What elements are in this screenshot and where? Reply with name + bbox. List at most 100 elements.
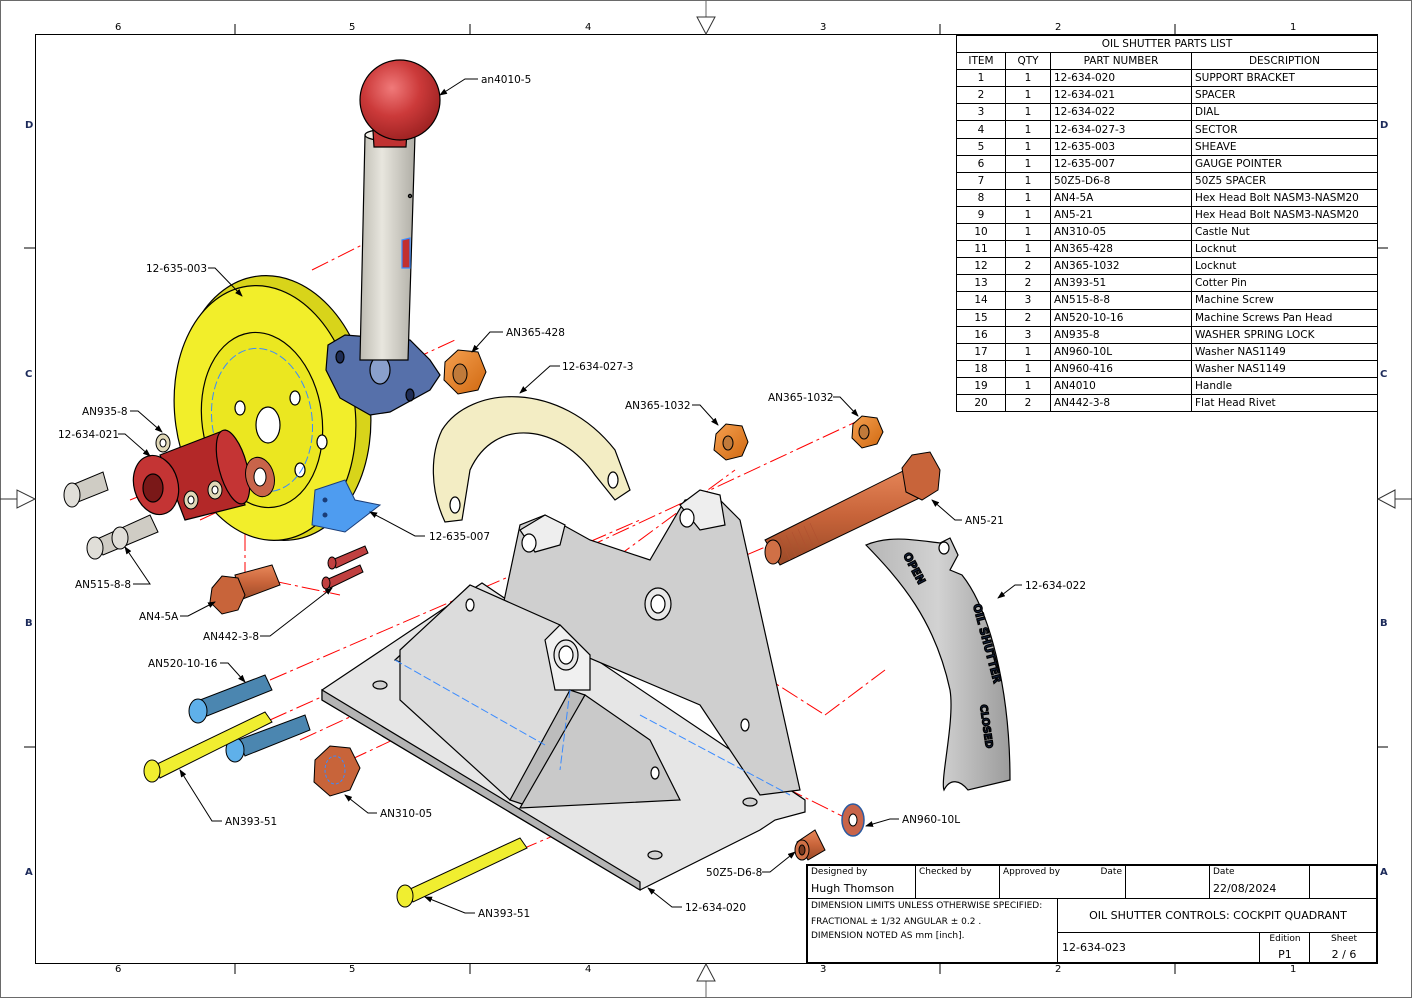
item-cell: 10 [956,223,1006,242]
callout-bolt-an4: AN4-5A [139,611,179,623]
part-number-cell: AN960-10L [1050,342,1192,361]
qty-cell: 1 [1005,240,1051,259]
date-cell: Date 22/08/2024 [1210,866,1310,899]
item-cell: 4 [956,120,1006,139]
zone-row-right-c: C [1380,369,1388,380]
part-number-cell: AN365-1032 [1050,257,1192,276]
callout-washer-960: AN960-10L [902,814,960,826]
description-cell: Hex Head Bolt NASM3-NASM20 [1191,188,1378,207]
part-number-cell: AN4-5A [1050,188,1192,207]
zone-row-left-a: A [25,867,33,878]
zone-row-right-a: A [1380,867,1388,878]
description-cell: Machine Screw [1191,291,1378,310]
col-header-part-number: PART NUMBER [1050,52,1192,71]
part-cotter-pin-b [396,837,528,908]
qty-cell: 1 [1005,223,1051,242]
part-sector [432,396,631,523]
edition-value: P1 [1278,948,1292,961]
parts-list-table: OIL SHUTTER PARTS LIST ITEM QTY PART NUM… [956,34,1378,413]
callout-locknut-1032-a: AN365-1032 [625,400,691,412]
center-mark-top-icon [696,16,716,36]
callout-machine-screw: AN515-8-8 [75,579,131,591]
zone-col-top-1: 1 [1290,22,1297,33]
item-cell: 19 [956,376,1006,395]
description-cell: 50Z5 SPACER [1191,171,1378,190]
part-washer-red [245,456,275,498]
zone-row-right-b: B [1380,618,1388,629]
title-block: Designed by Hugh Thomson Checked by Appr… [806,864,1378,964]
drawing-title: OIL SHUTTER CONTROLS: COCKPIT QUADRANT [1058,899,1378,933]
description-cell: SHEAVE [1191,137,1378,156]
part-number-cell: 50Z5-D6-8 [1050,171,1192,190]
zone-col-bottom-5: 5 [349,964,356,975]
item-cell: 15 [956,308,1006,327]
description-cell: WASHER SPRING LOCK [1191,325,1378,344]
tolerance-line-3: DIMENSION NOTED AS mm [inch]. [811,931,965,941]
part-number-cell: AN442-3-8 [1050,393,1192,413]
item-cell: 17 [956,342,1006,361]
item-cell: 7 [956,171,1006,190]
sheet-value: 2 / 6 [1331,948,1357,961]
zone-col-top-4: 4 [585,22,592,33]
callout-locknut-1032-b: AN365-1032 [768,392,834,404]
part-locknut-1032-a [713,423,749,461]
callout-handle: an4010-5 [481,74,531,86]
designed-by-cell: Designed by Hugh Thomson [808,866,916,899]
callout-bracket: 12-634-020 [685,902,746,914]
description-cell: GAUGE POINTER [1191,154,1378,173]
part-spring-washers [155,433,223,510]
callout-locknut-428: AN365-428 [506,327,565,339]
callout-rivet: AN442-3-8 [203,631,259,643]
designed-by-value: Hugh Thomson [811,882,895,895]
tolerance-line-1: DIMENSION LIMITS UNLESS OTHERWISE SPECIF… [811,901,1043,911]
item-cell: 6 [956,154,1006,173]
item-cell: 18 [956,359,1006,378]
part-bolt-an4 [209,564,281,615]
callout-bolt-an5: AN5-21 [965,515,1004,527]
part-bolt-an5 [764,451,941,566]
qty-cell: 1 [1005,69,1051,88]
part-number-cell: AN393-51 [1050,274,1192,293]
callout-leaders [118,78,1022,914]
callout-sector: 12-634-027-3 [562,361,634,373]
item-cell: 16 [956,325,1006,344]
handle-knob [359,59,441,141]
item-cell: 5 [956,137,1006,156]
part-number-cell: AN4010 [1050,376,1192,395]
item-cell: 1 [956,69,1006,88]
zone-row-left-d: D [25,120,34,131]
center-mark-bottom-icon [696,962,716,982]
part-pan-head-screws [188,674,311,763]
qty-cell: 1 [1005,359,1051,378]
zone-ticks [24,24,1388,974]
qty-cell: 2 [1005,308,1051,327]
qty-cell: 2 [1005,393,1051,413]
description-cell: Locknut [1191,257,1378,276]
drawing-number-cell: 12-634-023 [1058,933,1260,964]
sheet-label: Sheet [1330,934,1358,944]
qty-cell: 1 [1005,171,1051,190]
part-washer-960 [841,803,865,837]
description-cell: SECTOR [1191,120,1378,139]
zone-col-bottom-3: 3 [820,964,827,975]
part-number-cell: 12-634-027-3 [1050,120,1192,139]
part-number-cell: AN515-8-8 [1050,291,1192,310]
zone-col-bottom-2: 2 [1055,964,1062,975]
qty-cell: 3 [1005,291,1051,310]
checked-by-cell: Checked by [916,866,1000,899]
drawing-number: 12-634-023 [1062,941,1126,954]
edition-label: Edition [1269,934,1301,944]
part-gauge-pointer [311,479,382,533]
approved-date-label: Date [1100,867,1122,877]
part-number-cell: 12-634-021 [1050,86,1192,105]
description-cell: Washer NAS1149 [1191,342,1378,361]
